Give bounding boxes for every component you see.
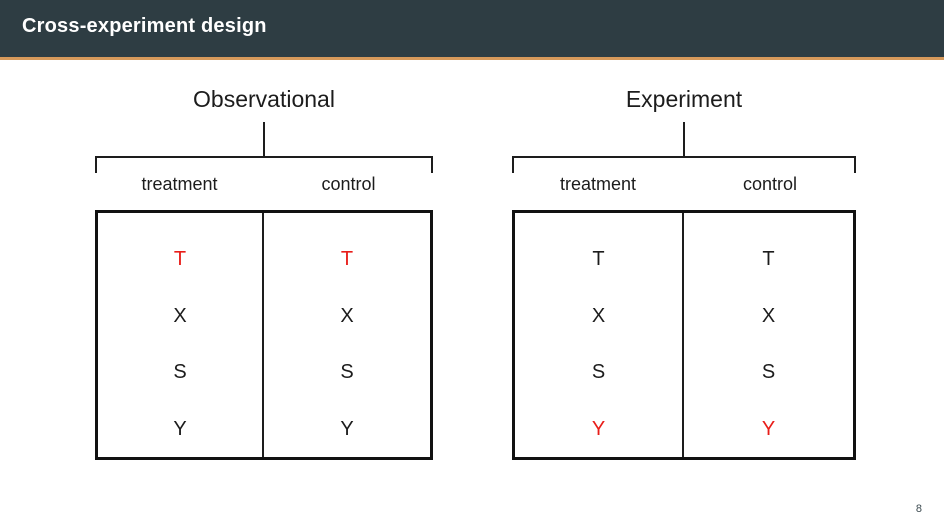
table-cell: S [173,361,187,384]
table-cell: T [592,248,605,271]
bracket-tick-right [431,156,433,173]
table-column-treatment: T X S Y [98,213,264,457]
bracket-tick-left [95,156,97,173]
table-column-treatment: T X S Y [515,213,684,457]
table-column-control: T X S Y [684,213,853,457]
slide-header-bar: Cross-experiment design [0,0,944,57]
panel-bracket [95,156,433,173]
bracket-rail [512,156,856,158]
table-cell: Y [173,417,187,440]
column-header-treatment: treatment [141,174,218,194]
table-cell: X [591,304,606,327]
table-cell: X [173,304,187,327]
column-header-control: control [742,174,798,194]
panel-caption-experiment: Experiment [625,86,743,112]
page-title: Cross-experiment design [22,15,267,37]
table-cell: X [761,304,776,327]
table-cell: T [762,248,775,271]
table-cell: S [340,361,354,384]
table-cell: T [340,248,354,271]
caption-stem-line [683,122,685,156]
table-cell: Y [591,417,606,440]
column-header-row: treatment control [95,175,433,193]
header-accent-rule [0,57,944,60]
cross-experiment-diagram: Observational treatment control T X S Y … [0,60,944,531]
table-cell: Y [340,417,354,440]
caption-stem-line [263,122,265,156]
bracket-tick-left [512,156,514,173]
table-column-control: T X S Y [264,213,430,457]
bracket-tick-right [854,156,856,173]
column-header-row: treatment control [512,175,856,193]
bracket-rail [95,156,433,158]
table-cell: X [340,304,354,327]
variable-table: T X S Y T X S Y [95,210,433,460]
panel-bracket [512,156,856,173]
column-header-control: control [321,174,376,194]
variable-table: T X S Y T X S Y [512,210,856,460]
page-number: 8 [915,503,922,515]
table-cell: T [173,248,187,271]
table-cell: Y [761,417,776,440]
column-header-treatment: treatment [559,174,637,194]
table-cell: S [591,361,606,384]
table-cell: S [761,361,776,384]
panel-caption-observational: Observational [193,86,335,112]
